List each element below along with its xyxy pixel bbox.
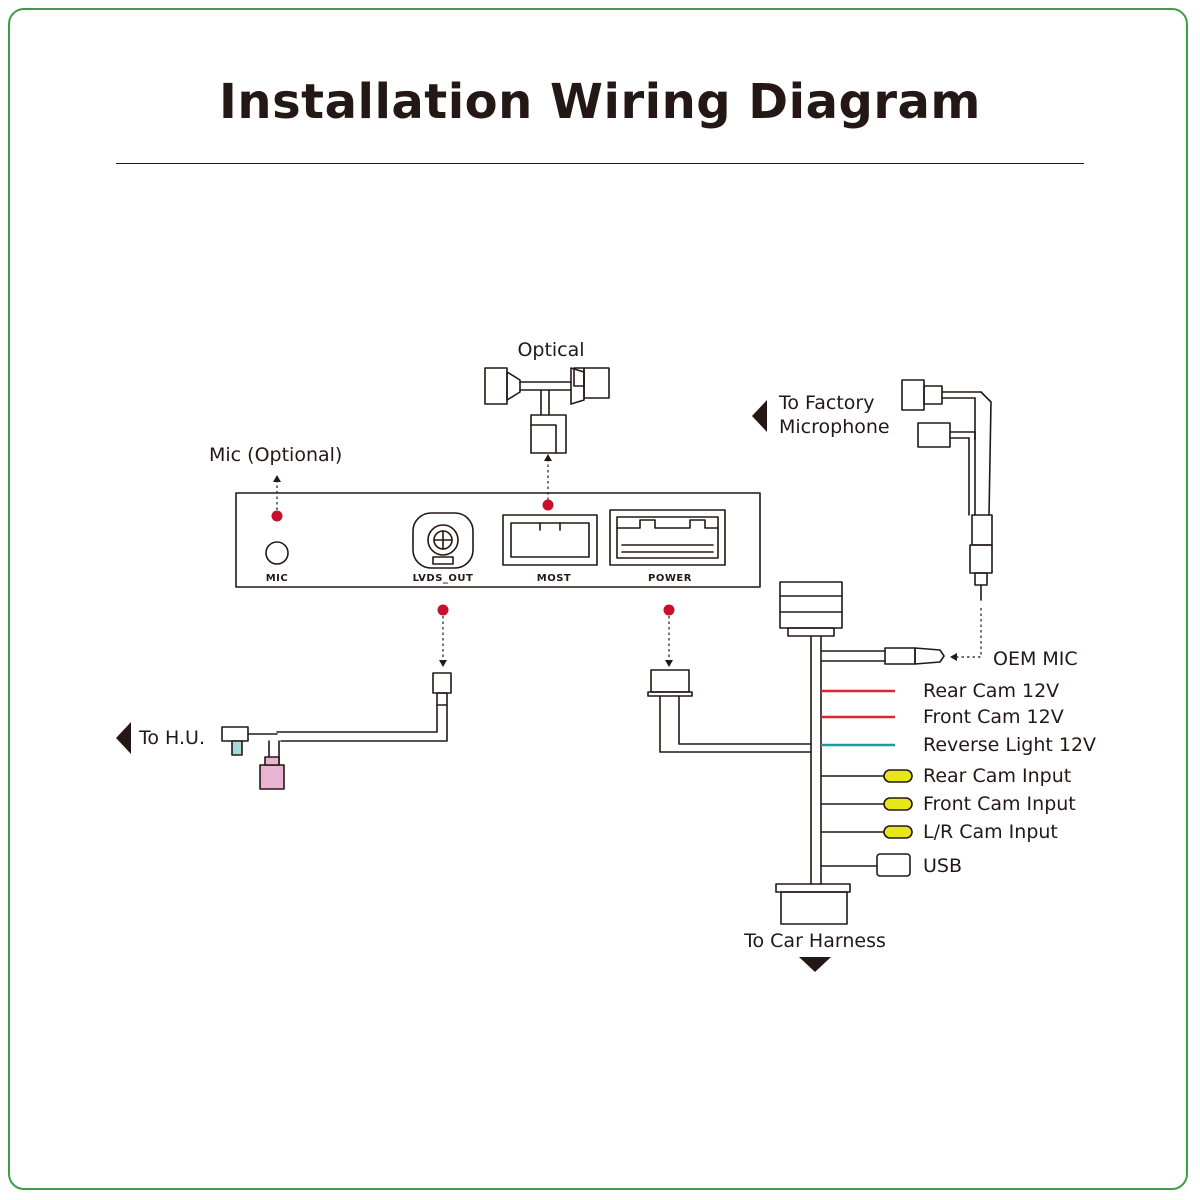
- wire-label: Front Cam 12V: [923, 706, 1064, 728]
- marker-mic: [271, 510, 283, 522]
- red-markers: [271, 499, 675, 616]
- arrow-left-hu: [116, 722, 131, 754]
- label-to-car-harness: To Car Harness: [743, 930, 886, 952]
- lvds-cable: [221, 672, 452, 790]
- label-to-hu: To H.U.: [138, 727, 205, 749]
- wire-label: Front Cam Input: [923, 793, 1076, 815]
- leader-arrowheads: [273, 454, 957, 667]
- frame-border: [8, 8, 1188, 1190]
- arrow-down-harness: [799, 957, 831, 972]
- wire-label: L/R Cam Input: [923, 821, 1058, 843]
- wire-label: Rear Cam Input: [923, 765, 1071, 787]
- lvds-port: [412, 512, 474, 569]
- rca-front-cam: [883, 797, 913, 811]
- leader-lines: [276, 459, 982, 662]
- marker-lvds: [437, 604, 449, 616]
- title-divider: [116, 163, 1084, 164]
- rca-lr-cam: [883, 825, 913, 839]
- port-label-most: MOST: [537, 573, 571, 584]
- marker-power: [663, 604, 675, 616]
- most-port: [502, 514, 598, 566]
- port-label-mic: MIC: [266, 573, 289, 584]
- wire-label: USB: [923, 855, 962, 877]
- label-to-factory-2: Microphone: [779, 416, 890, 438]
- optical-cable: [484, 367, 610, 454]
- usb-plug: [876, 853, 911, 877]
- label-optical: Optical: [517, 339, 584, 361]
- power-harness: [647, 581, 945, 925]
- module-box: [235, 492, 761, 588]
- direction-arrows: [116, 400, 831, 972]
- power-port: [609, 509, 726, 566]
- power-wires: [821, 689, 895, 747]
- mic-port: [265, 541, 289, 565]
- diagram-title: Installation Wiring Diagram: [219, 74, 981, 130]
- rca-rear-cam: [883, 769, 913, 783]
- wire-label: Reverse Light 12V: [923, 734, 1096, 756]
- marker-most: [542, 499, 554, 511]
- wire-label: Rear Cam 12V: [923, 680, 1059, 702]
- label-to-factory-1: To Factory: [778, 392, 874, 414]
- rca-plugs: [883, 769, 913, 839]
- port-label-lvds: LVDS_OUT: [413, 573, 474, 584]
- label-mic-optional: Mic (Optional): [209, 444, 342, 466]
- factory-mic-cable: [901, 379, 993, 601]
- label-oem-mic: OEM MIC: [993, 648, 1078, 670]
- arrow-left-factory: [752, 400, 767, 432]
- port-label-power: POWER: [648, 573, 692, 584]
